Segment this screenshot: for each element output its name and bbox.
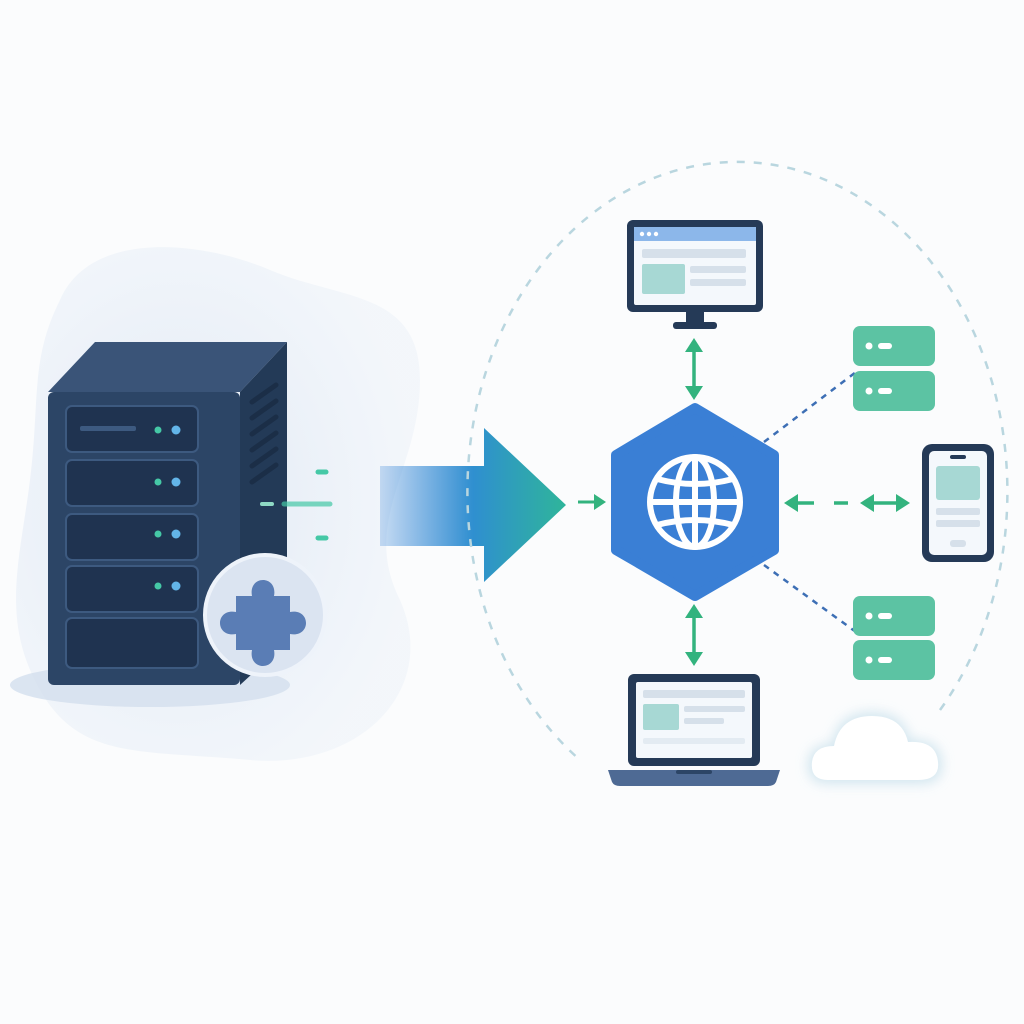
orbit-ring [466, 160, 1009, 761]
central-hub [611, 403, 779, 601]
hub-input-arrow [578, 494, 606, 510]
arrow-right-icon [380, 428, 566, 582]
connector-mobile [784, 494, 910, 512]
globe-icon [647, 454, 743, 550]
database-icon [853, 596, 935, 680]
connector-desktop [685, 338, 703, 400]
storage-links [763, 371, 857, 634]
server-vent-slots [249, 382, 279, 485]
database-icon [853, 326, 935, 411]
cloud-icon [807, 712, 943, 784]
smartphone-icon [922, 444, 994, 562]
plugin-badge [203, 553, 327, 677]
connector-laptop [685, 604, 703, 666]
server-drive-bays [65, 405, 199, 669]
desktop-monitor-icon [627, 220, 763, 329]
puzzle-piece-icon [220, 580, 306, 666]
laptop-icon [608, 674, 780, 786]
